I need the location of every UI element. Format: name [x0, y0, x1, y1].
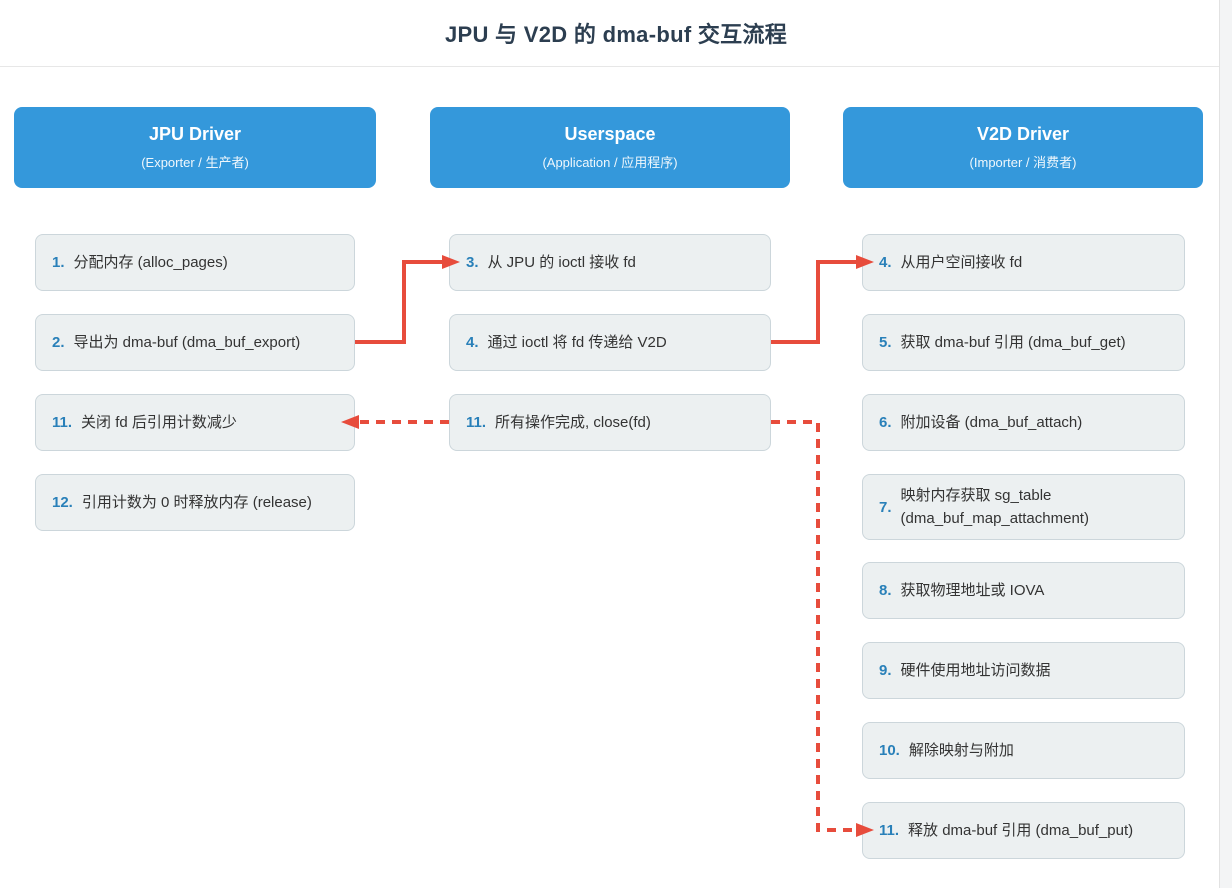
step-box-userspace-11: 11. 所有操作完成, close(fd)	[449, 394, 771, 451]
arrow-jpu2-to-userspace3	[355, 255, 460, 344]
step-box-v2d-6: 6. 附加设备 (dma_buf_attach)	[862, 394, 1185, 451]
arrow-userspace11-to-v2d11	[771, 420, 874, 837]
step-number: 11.	[879, 822, 900, 839]
step-box-v2d-10: 10. 解除映射与附加	[862, 722, 1185, 779]
column-header-jpu-driver: JPU Driver (Exporter / 生产者)	[14, 107, 376, 188]
step-number: 5.	[879, 334, 892, 351]
step-box-jpu-12: 12. 引用计数为 0 时释放内存 (release)	[35, 474, 355, 531]
column-subtitle: (Exporter / 生产者)	[141, 155, 249, 170]
step-box-v2d-9: 9. 硬件使用地址访问数据	[862, 642, 1185, 699]
step-text: 所有操作完成, close(fd)	[495, 414, 651, 431]
step-text: 引用计数为 0 时释放内存 (release)	[81, 494, 312, 511]
step-number: 3.	[466, 254, 479, 271]
page-header: JPU 与 V2D 的 dma-buf 交互流程	[0, 0, 1232, 67]
step-box-v2d-8: 8. 获取物理地址或 IOVA	[862, 562, 1185, 619]
step-number: 1.	[52, 254, 65, 271]
scrollbar-track[interactable]	[1219, 0, 1232, 888]
step-box-jpu-1: 1. 分配内存 (alloc_pages)	[35, 234, 355, 291]
step-number: 2.	[52, 334, 65, 351]
step-box-userspace-4: 4. 通过 ioctl 将 fd 传递给 V2D	[449, 314, 771, 371]
arrow-userspace4-to-v2d4	[771, 255, 874, 344]
step-box-v2d-11: 11. 释放 dma-buf 引用 (dma_buf_put)	[862, 802, 1185, 859]
step-box-jpu-11: 11. 关闭 fd 后引用计数减少	[35, 394, 355, 451]
step-text: 硬件使用地址访问数据	[900, 662, 1051, 679]
step-text: 解除映射与附加	[908, 742, 1014, 759]
column-title: JPU Driver	[148, 124, 242, 144]
step-number: 11.	[466, 414, 487, 431]
step-box-jpu-2: 2. 导出为 dma-buf (dma_buf_export)	[35, 314, 355, 371]
step-text: 附加设备 (dma_buf_attach)	[900, 414, 1083, 431]
step-text: 获取 dma-buf 引用 (dma_buf_get)	[900, 334, 1126, 351]
column-title: V2D Driver	[976, 124, 1070, 144]
step-number: 7.	[879, 498, 892, 516]
step-number: 4.	[466, 334, 479, 351]
column-header-v2d-driver: V2D Driver (Importer / 消费者)	[843, 107, 1203, 188]
column-header-userspace: Userspace (Application / 应用程序)	[430, 107, 790, 188]
column-subtitle: (Application / 应用程序)	[542, 155, 678, 170]
step-text: 获取物理地址或 IOVA	[900, 582, 1045, 599]
step-number: 4.	[879, 254, 892, 271]
step-text: 映射内存获取 sg_table (dma_buf_map_attachment)	[900, 487, 1089, 527]
step-text: 导出为 dma-buf (dma_buf_export)	[73, 334, 301, 351]
step-text: 关闭 fd 后引用计数减少	[81, 414, 237, 431]
step-text: 分配内存 (alloc_pages)	[73, 254, 228, 271]
step-number: 6.	[879, 414, 892, 431]
step-number: 9.	[879, 662, 892, 679]
column-subtitle: (Importer / 消费者)	[969, 155, 1077, 170]
step-box-userspace-3: 3. 从 JPU 的 ioctl 接收 fd	[449, 234, 771, 291]
step-number: 8.	[879, 582, 892, 599]
step-text: 通过 ioctl 将 fd 传递给 V2D	[487, 334, 667, 351]
step-box-v2d-4: 4. 从用户空间接收 fd	[862, 234, 1185, 291]
step-number: 11.	[52, 414, 73, 431]
page-title: JPU 与 V2D 的 dma-buf 交互流程	[444, 22, 788, 47]
column-title: Userspace	[564, 124, 656, 144]
step-number: 10.	[879, 742, 900, 759]
step-number: 12.	[52, 494, 73, 511]
step-text: 释放 dma-buf 引用 (dma_buf_put)	[908, 822, 1134, 839]
step-text: 从 JPU 的 ioctl 接收 fd	[487, 254, 636, 271]
step-text: 从用户空间接收 fd	[900, 254, 1023, 271]
step-box-v2d-7: 7. 映射内存获取 sg_table (dma_buf_map_attachme…	[862, 474, 1185, 540]
step-box-v2d-5: 5. 获取 dma-buf 引用 (dma_buf_get)	[862, 314, 1185, 371]
